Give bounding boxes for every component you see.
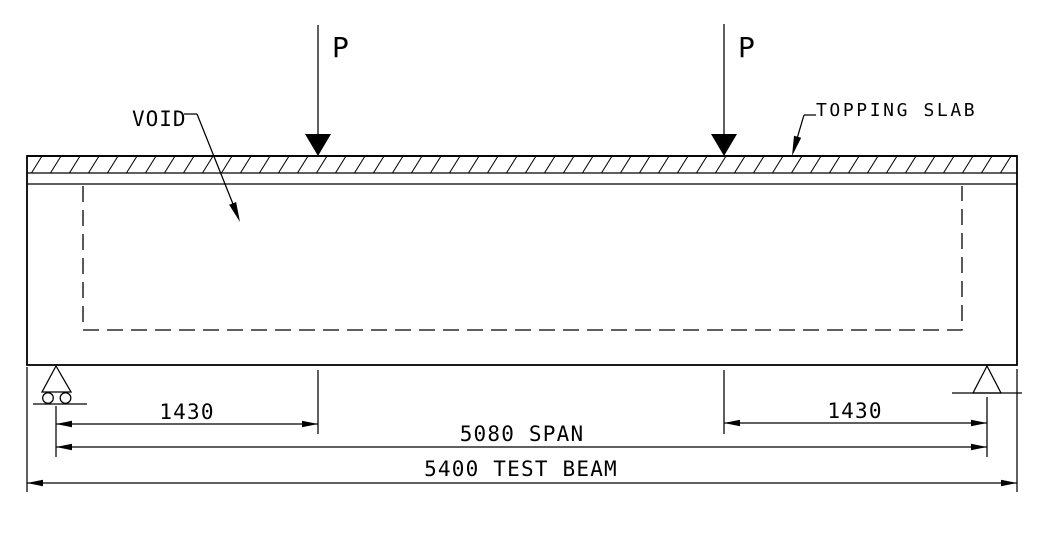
dim-arrowhead-left-icon	[56, 443, 72, 451]
topping-slab-callout: TOPPING SLAB	[792, 100, 977, 156]
dim-text-total-length: 5400 TEST BEAM	[424, 457, 618, 481]
dim-arrowhead-left-icon	[724, 419, 740, 427]
void-dashed-outline	[82, 186, 963, 331]
dimension-left-shear-span: 1430	[56, 400, 318, 428]
void-label: VOID	[132, 107, 187, 131]
dim-arrowhead-left-icon	[27, 479, 43, 487]
dim-arrowhead-right-icon	[971, 419, 987, 427]
support-right-pin	[952, 364, 1022, 394]
dim-arrowhead-right-icon	[1001, 479, 1017, 487]
void-leader-arrowhead-icon	[229, 202, 240, 222]
dimension-total-length: 5400 TEST BEAM	[27, 457, 1017, 487]
support-left-roller-2-icon	[59, 392, 72, 404]
load-arrow-right: P	[711, 24, 755, 156]
load-right-label: P	[738, 31, 755, 64]
topping-slab	[27, 155, 1017, 174]
load-left-label: P	[332, 31, 349, 64]
beam-outline	[26, 155, 1018, 366]
dim-arrowhead-left-icon	[56, 420, 72, 428]
support-left-roller	[33, 364, 87, 405]
load-right-arrowhead-icon	[711, 134, 737, 156]
dim-arrowhead-right-icon	[971, 443, 987, 451]
topping-slab-leader-arrowhead-icon	[792, 135, 802, 156]
beam-body	[26, 155, 1018, 366]
extension-lines	[26, 367, 1018, 492]
support-right-triangle-icon	[971, 364, 1003, 394]
load-arrow-left: P	[305, 25, 349, 156]
dimension-span: 5080 SPAN	[56, 422, 987, 451]
topping-slab-label: TOPPING SLAB	[816, 100, 977, 121]
dim-arrowhead-right-icon	[302, 420, 318, 428]
dimension-right-shear-span: 1430	[724, 399, 987, 427]
topping-slab-hatch	[27, 156, 1017, 173]
dim-text-right-1430: 1430	[827, 399, 882, 423]
support-left-roller-1-icon	[42, 392, 54, 404]
void-leader-line	[196, 113, 236, 210]
void-callout: VOID	[132, 107, 240, 222]
load-left-arrowhead-icon	[305, 134, 331, 156]
support-left-triangle-icon	[40, 364, 73, 393]
dim-text-left-1430: 1430	[159, 400, 214, 424]
dim-text-span: 5080 SPAN	[460, 422, 585, 446]
